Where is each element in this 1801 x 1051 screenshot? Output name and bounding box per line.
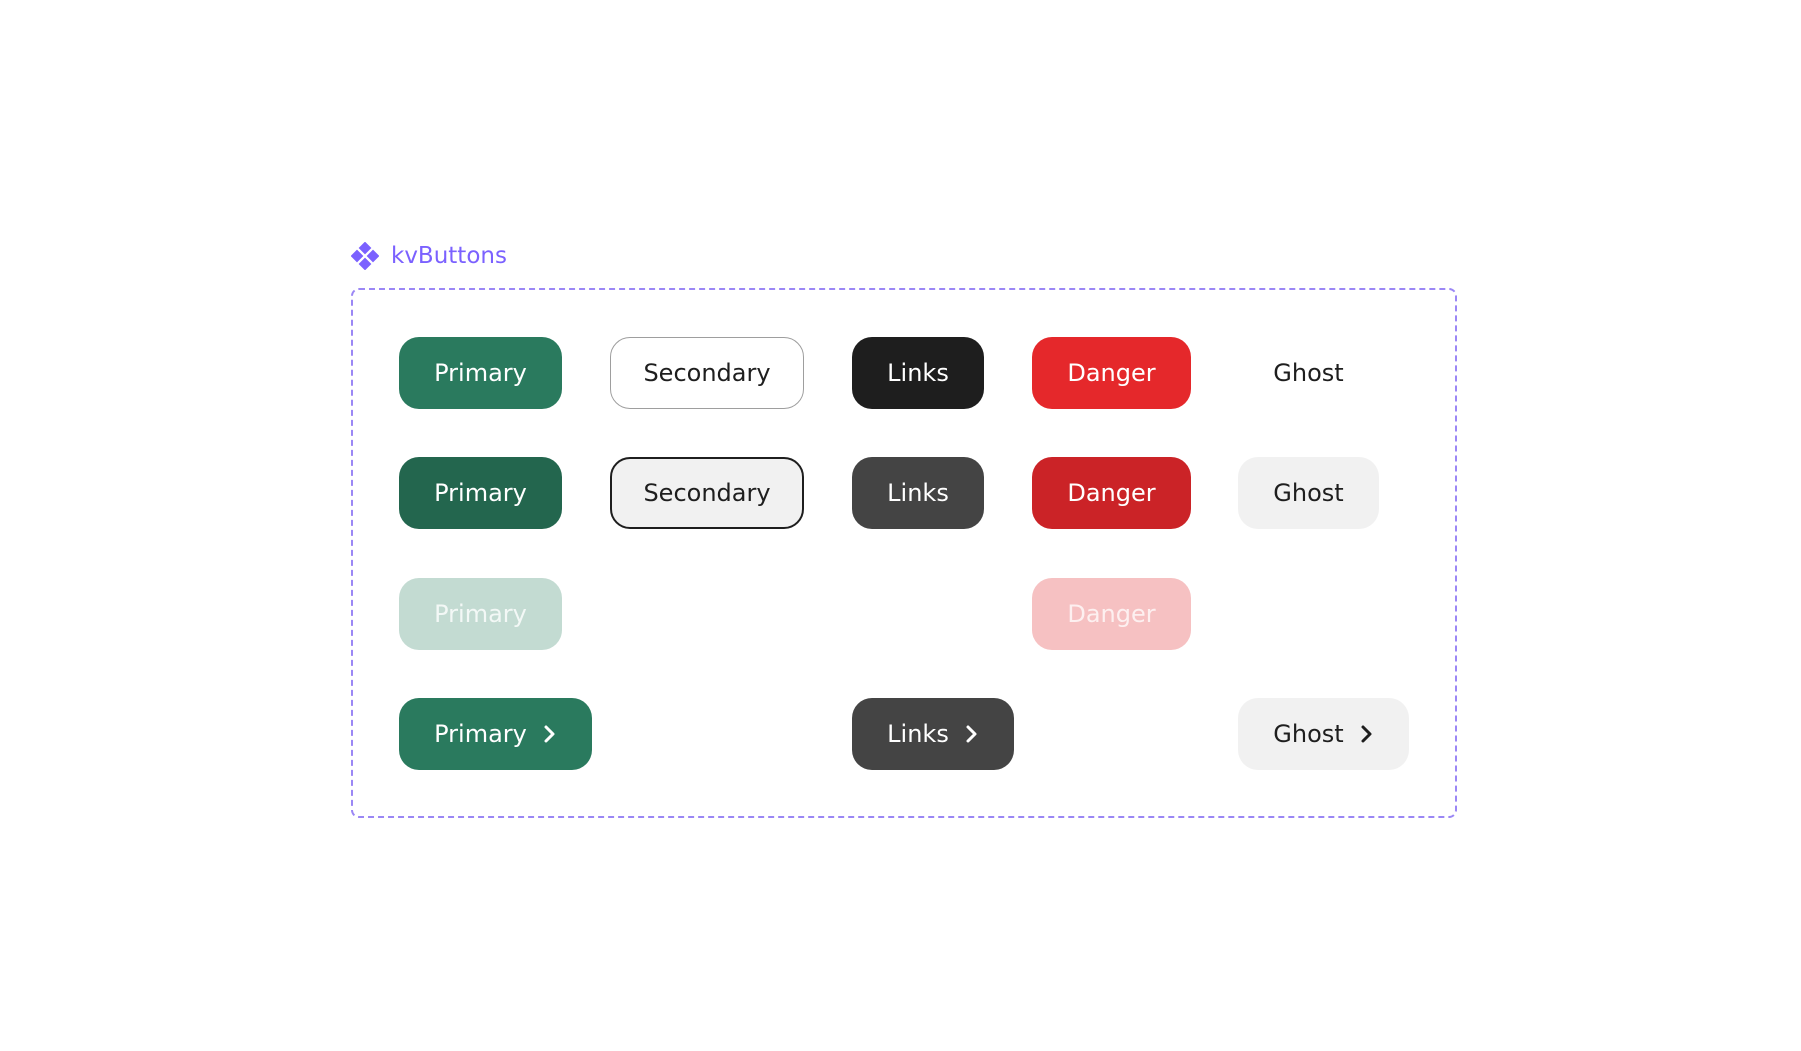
secondary-button-label: Secondary	[643, 359, 771, 387]
ghost-button-hover-label: Ghost	[1273, 479, 1344, 507]
secondary-button-hover-label: Secondary	[643, 479, 771, 507]
ghost-button-with-icon-label: Ghost	[1273, 720, 1344, 748]
danger-button-disabled-label: Danger	[1067, 600, 1156, 628]
chevron-right-icon	[1361, 725, 1372, 743]
primary-button-with-icon[interactable]: Primary	[399, 698, 592, 770]
danger-button-disabled: Danger	[1032, 578, 1191, 650]
primary-button-label: Primary	[434, 359, 527, 387]
links-button-with-icon[interactable]: Links	[852, 698, 1014, 770]
links-button-hover[interactable]: Links	[852, 457, 984, 529]
ghost-button-hover[interactable]: Ghost	[1238, 457, 1379, 529]
secondary-button-hover[interactable]: Secondary	[610, 457, 804, 529]
danger-button-hover-label: Danger	[1067, 479, 1156, 507]
danger-button[interactable]: Danger	[1032, 337, 1191, 409]
chevron-right-icon	[544, 725, 555, 743]
chevron-right-icon	[966, 725, 977, 743]
primary-button-disabled-label: Primary	[434, 600, 527, 628]
component-title-label: kvButtons	[391, 243, 507, 269]
secondary-button[interactable]: Secondary	[610, 337, 804, 409]
component-diamond-icon	[351, 242, 379, 270]
primary-button-hover-label: Primary	[434, 479, 527, 507]
ghost-button-with-icon[interactable]: Ghost	[1238, 698, 1409, 770]
links-button-label: Links	[887, 359, 949, 387]
variants-frame	[351, 288, 1457, 818]
links-button-hover-label: Links	[887, 479, 949, 507]
danger-button-label: Danger	[1067, 359, 1156, 387]
primary-button[interactable]: Primary	[399, 337, 562, 409]
ghost-button[interactable]: Ghost	[1238, 337, 1379, 409]
ghost-button-label: Ghost	[1273, 359, 1344, 387]
links-button-with-icon-label: Links	[887, 720, 949, 748]
links-button[interactable]: Links	[852, 337, 984, 409]
danger-button-hover[interactable]: Danger	[1032, 457, 1191, 529]
primary-button-hover[interactable]: Primary	[399, 457, 562, 529]
primary-button-disabled: Primary	[399, 578, 562, 650]
component-title: kvButtons	[351, 240, 507, 272]
primary-button-with-icon-label: Primary	[434, 720, 527, 748]
